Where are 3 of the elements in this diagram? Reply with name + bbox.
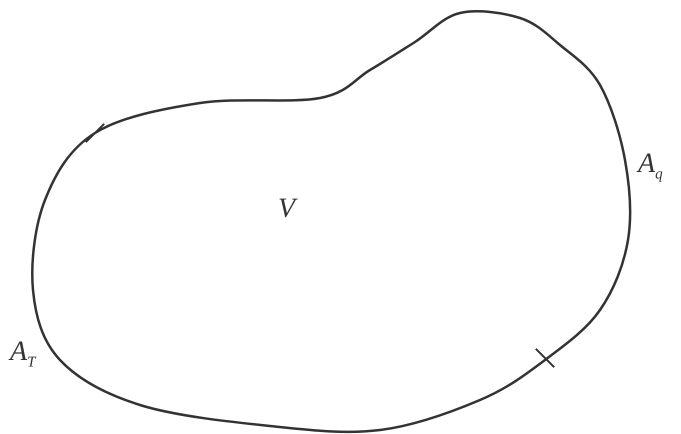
region-label: V <box>278 195 296 223</box>
boundary-label: A$_{T}$ <box>10 338 36 371</box>
boundary-label: A$_{q}$ <box>638 150 663 183</box>
